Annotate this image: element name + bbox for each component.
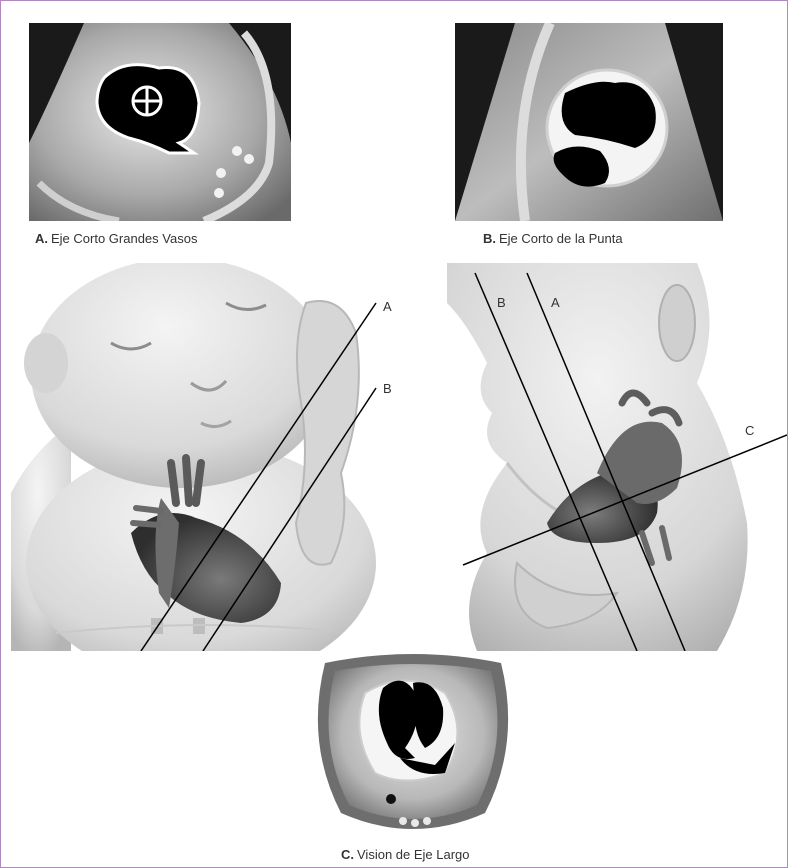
ultrasound-c-graphic — [305, 653, 521, 839]
fetus-side-graphic: B A C — [447, 263, 787, 651]
side-line-label-c: C — [745, 423, 754, 438]
side-line-label-a: A — [551, 295, 560, 310]
caption-a: A.Eje Corto Grandes Vasos — [35, 231, 197, 246]
fetus-front-illustration: A B — [11, 263, 403, 651]
ultrasound-b-graphic — [455, 23, 723, 221]
ultrasound-image-long-axis — [305, 653, 521, 839]
fetus-side-illustration: B A C — [447, 263, 787, 651]
side-line-label-b: B — [497, 295, 506, 310]
ultrasound-image-short-axis-apex — [455, 23, 723, 221]
caption-b: B.Eje Corto de la Punta — [483, 231, 623, 246]
caption-c: C.Vision de Eje Largo — [341, 847, 470, 862]
front-line-label-a: A — [383, 299, 392, 314]
front-line-label-b: B — [383, 381, 392, 396]
ultrasound-image-short-axis-great-vessels — [29, 23, 291, 221]
fetus-front-graphic: A B — [11, 263, 403, 651]
ultrasound-a-graphic — [29, 23, 291, 221]
